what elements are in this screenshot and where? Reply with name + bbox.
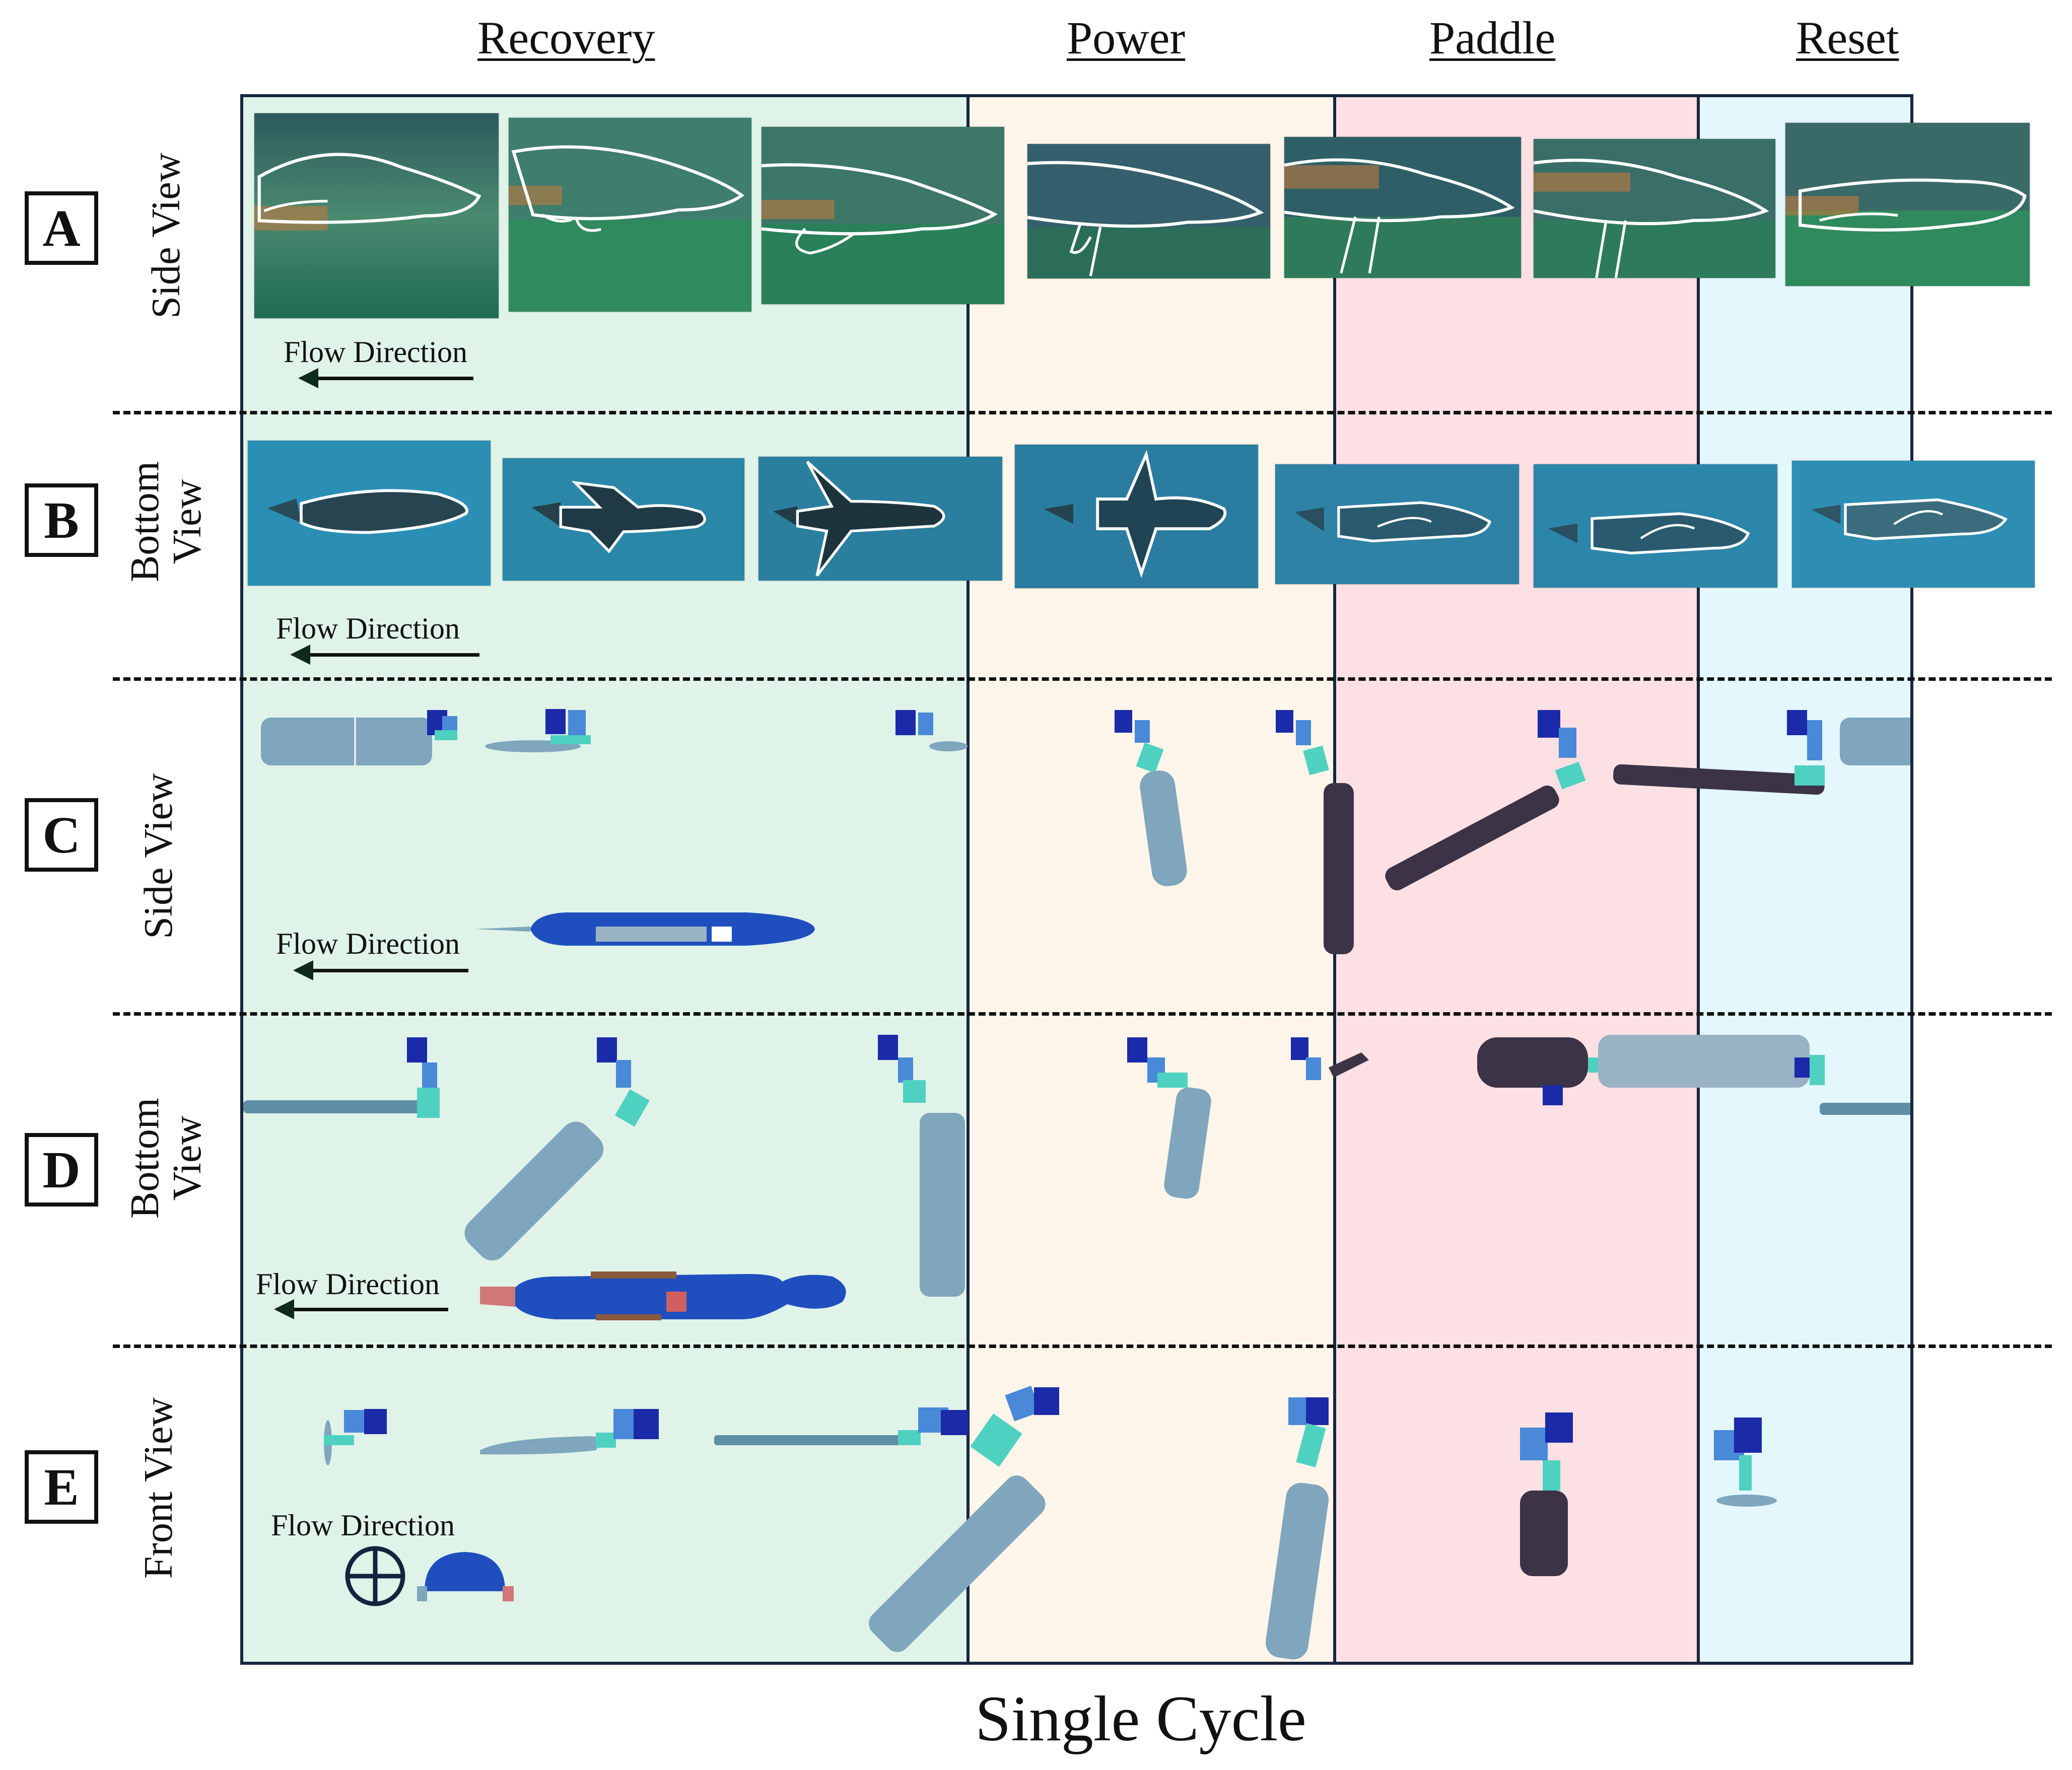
flow-arrow-d	[274, 1299, 448, 1319]
photo-a-3	[762, 127, 1004, 304]
flow-arrow-a	[298, 368, 473, 388]
photo-a-6	[1534, 139, 1775, 278]
row-view-b: Bottom View	[123, 461, 210, 583]
row-view-d: Bottom View	[123, 1097, 210, 1219]
photo-b-6	[1534, 464, 1777, 588]
row-letter-a: A	[25, 191, 98, 265]
robot-e-4	[869, 1386, 1059, 1652]
row-letter-d: D	[25, 1133, 98, 1207]
robot-c-2	[485, 709, 591, 752]
photo-a-7	[1785, 123, 2030, 286]
row-separator-cd	[113, 1012, 2052, 1016]
row-view-a: Side View	[144, 153, 188, 319]
flow-label-c: Flow Direction	[276, 927, 460, 960]
flow-label-d: Flow Direction	[256, 1267, 440, 1301]
robot-render-d	[243, 1035, 1910, 1320]
phase-title-paddle: Paddle	[1429, 12, 1556, 63]
robot-c-6	[1385, 710, 1586, 891]
divider-paddle-reset	[1697, 94, 1700, 1665]
phase-bg-reset	[1700, 97, 1910, 1662]
robot-e-2	[480, 1409, 659, 1455]
photo-a-5	[1284, 137, 1521, 278]
row-separator-bc	[113, 677, 2052, 681]
row-separator-ab	[113, 411, 2052, 414]
phase-title-reset: Reset	[1796, 12, 1899, 63]
flow-arrow-c	[293, 960, 468, 980]
divider-recovery-power	[966, 94, 970, 1665]
robot-c-5	[1276, 710, 1354, 954]
flow-label-a: Flow Direction	[284, 335, 467, 369]
robot-d-6	[1477, 1035, 1825, 1105]
photo-b-3	[758, 457, 1002, 581]
robot-d-2	[464, 1037, 650, 1261]
photo-b-7	[1792, 461, 2035, 588]
robot-d-5	[1291, 1037, 1369, 1080]
row-view-c: Side View	[136, 773, 181, 939]
photo-b-5	[1275, 464, 1519, 584]
robot-e-3	[714, 1407, 969, 1445]
row-letter-c: C	[25, 798, 98, 872]
robot-c-4	[1115, 710, 1187, 886]
robot-c-7	[1613, 710, 1910, 795]
robot-e-5	[1265, 1397, 1329, 1660]
flow-direction-symbol	[345, 1546, 405, 1606]
robot-e-6	[1520, 1412, 1573, 1576]
robot-d-7	[1820, 1103, 1910, 1115]
phase-title-power: Power	[1067, 12, 1186, 63]
photo-a-2	[509, 118, 751, 312]
robot-c-3	[895, 710, 968, 751]
robot-d-4	[1127, 1037, 1211, 1199]
robot-render-c	[261, 709, 1910, 954]
robot-model-d	[480, 1271, 846, 1320]
robot-render-e	[324, 1386, 1777, 1660]
photo-b-4	[1015, 445, 1258, 588]
robot-e-7	[1714, 1418, 1777, 1507]
row-separator-de	[113, 1344, 2052, 1348]
robot-c-1	[261, 710, 457, 765]
photo-a-1	[254, 113, 499, 318]
cycle-frame	[240, 94, 1913, 1665]
phase-bg-recovery	[243, 97, 966, 1662]
photo-b-1	[248, 441, 491, 586]
robot-d-1	[243, 1037, 440, 1118]
robot-d-3	[878, 1035, 965, 1297]
robot-e-1	[324, 1409, 387, 1465]
flow-label-e: Flow Direction	[271, 1509, 455, 1542]
robot-model-c	[475, 912, 815, 946]
row-view-e: Front View	[136, 1397, 181, 1579]
row-letter-e: E	[25, 1450, 98, 1524]
phase-title-recovery: Recovery	[477, 12, 655, 63]
row-letter-b: B	[25, 483, 98, 557]
flow-arrow-b	[290, 645, 479, 665]
photo-b-2	[503, 458, 744, 581]
flow-label-b: Flow Direction	[276, 612, 460, 645]
robot-model-e	[417, 1552, 514, 1601]
single-cycle-label: Single Cycle	[975, 1683, 1306, 1754]
photo-a-4	[1027, 144, 1270, 278]
